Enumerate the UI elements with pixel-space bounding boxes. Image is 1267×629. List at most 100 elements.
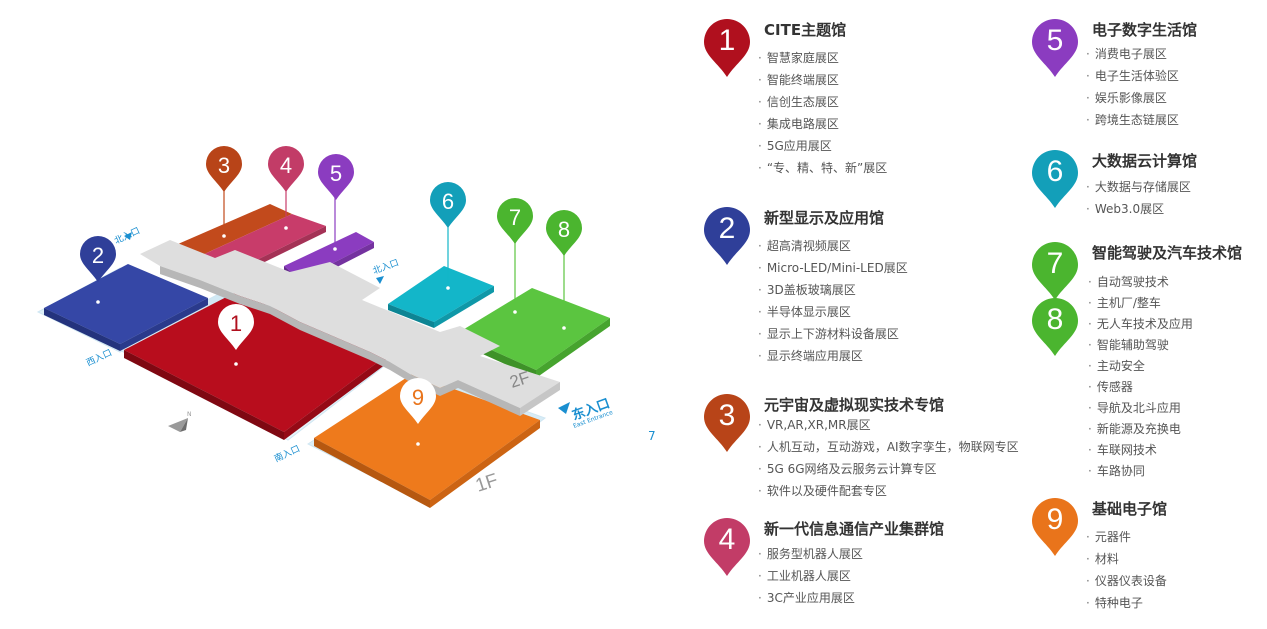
map-pin-6[interactable]: 6: [430, 182, 466, 228]
zone-item: 消费电子展区: [1086, 43, 1179, 65]
map-pin-label: 2: [92, 243, 104, 268]
map-pin-3[interactable]: 3: [206, 146, 242, 192]
map-pin-1[interactable]: 1: [218, 304, 254, 350]
hall-9-title: 基础电子馆: [1092, 500, 1168, 518]
map-pin-label: 5: [330, 161, 342, 186]
svg-text:北入口: 北入口: [371, 257, 400, 277]
map-pin-2[interactable]: 2: [80, 236, 116, 282]
zone-item: 集成电路展区: [758, 113, 887, 135]
hall-9-pin-icon: 9: [1030, 496, 1080, 558]
zone-item: 车联网技术: [1088, 440, 1193, 461]
hall-1-block: [124, 292, 386, 440]
hall-5-zone-list: 消费电子展区 电子生活体验区 娱乐影像展区 跨境生态链展区: [1086, 43, 1179, 131]
hall-1-pin-icon: 1: [702, 17, 752, 79]
hall-5-pin-icon: 5: [1030, 17, 1080, 79]
map-pin-label: 7: [509, 205, 521, 230]
entrance-south: 南入口: [272, 442, 302, 464]
zone-item: 显示终端应用展区: [758, 345, 908, 367]
hall-3-zone-list: VR,AR,XR,MR展区 人机互动，互动游戏，AI数字孪生，物联网专区 5G …: [758, 414, 1019, 502]
map-pin-label: 9: [412, 385, 424, 410]
map-pin-9[interactable]: 9: [400, 378, 436, 424]
hall-2-pin-icon: 2: [702, 205, 752, 267]
zone-item: 人机互动，互动游戏，AI数字孪生，物联网专区: [758, 436, 1019, 458]
zone-item: 大数据与存储展区: [1086, 176, 1191, 198]
svg-text:西入口: 西入口: [85, 347, 114, 368]
zone-item: 软件以及硬件配套专区: [758, 480, 1019, 502]
zone-item: 自动驾驶技术: [1088, 272, 1193, 293]
zone-item: 智慧家庭展区: [758, 47, 887, 69]
hall-5-title: 电子数字生活馆: [1092, 21, 1198, 39]
zone-item: 元器件: [1086, 526, 1167, 548]
hall-6-block: [388, 266, 494, 328]
hall-6-title: 大数据云计算馆: [1092, 152, 1198, 170]
hall-6-zone-list: 大数据与存储展区 Web3.0展区: [1086, 176, 1191, 220]
hall-4-pin-icon: 4: [702, 516, 752, 578]
zone-item: 导航及北斗应用: [1088, 398, 1193, 419]
hall-8-pin-icon: 8: [1030, 296, 1080, 358]
zone-item: 3D盖板玻璃展区: [758, 279, 908, 301]
zone-item: 特种电子: [1086, 592, 1167, 614]
zone-item: Web3.0展区: [1086, 198, 1191, 220]
zone-item: 新能源及充换电: [1088, 419, 1193, 440]
zone-item: 材料: [1086, 548, 1167, 570]
zone-item: 显示上下游材料设备展区: [758, 323, 908, 345]
map-pin-label: 8: [558, 217, 570, 242]
map-pin-4[interactable]: 4: [268, 146, 304, 192]
map-pin-label: 1: [230, 311, 242, 336]
floor-label-1f: 1F: [473, 470, 501, 497]
compass-icon: N: [168, 411, 192, 432]
map-pin-5[interactable]: 5: [318, 154, 354, 200]
zone-item: 智能终端展区: [758, 69, 887, 91]
zone-item: 信创生态展区: [758, 91, 887, 113]
zone-item: 智能辅助驾驶: [1088, 335, 1193, 356]
hall-7-pin-icon: 7: [1030, 240, 1080, 302]
zone-item: 主机厂/整车: [1088, 293, 1193, 314]
map-pin-8[interactable]: 8: [546, 210, 582, 256]
zone-item: 半导体显示展区: [758, 301, 908, 323]
entrance-inner-north: 北入口: [371, 257, 400, 284]
hall-1-title: CITE主题馆: [764, 21, 847, 39]
zone-item: “专、精、特、新”展区: [758, 157, 887, 179]
entrance-west: 西入口: [85, 347, 114, 368]
hall-2-zone-list: 超高清视频展区 Micro-LED/Mini-LED展区 3D盖板玻璃展区 半导…: [758, 235, 908, 367]
entrance-east: 东入口 East Entrance 7: [558, 395, 656, 443]
map-pin-label: 4: [280, 153, 292, 178]
zone-item: Micro-LED/Mini-LED展区: [758, 257, 908, 279]
zone-item: 跨境生态链展区: [1086, 109, 1179, 131]
hall-9-zone-list: 元器件 材料 仪器仪表设备 特种电子: [1086, 526, 1167, 614]
hall-3-pin-icon: 3: [702, 392, 752, 454]
hall-3-title: 元宇宙及虚拟现实技术专馆: [764, 396, 945, 414]
zone-item: 工业机器人展区: [758, 565, 863, 587]
svg-text:N: N: [187, 411, 192, 418]
zone-item: 娱乐影像展区: [1086, 87, 1179, 109]
zone-item: 5G 6G网络及云服务云计算专区: [758, 458, 1019, 480]
map-pin-label: 6: [442, 189, 454, 214]
zone-item: 服务型机器人展区: [758, 543, 863, 565]
zone-item: 超高清视频展区: [758, 235, 908, 257]
exhibition-floor-map: 2 3 4 5 6 7 8 1 9 2F 1F 北入口 西入口: [36, 146, 656, 508]
zone-item: 电子生活体验区: [1086, 65, 1179, 87]
entrance-north: 北入口: [113, 225, 142, 246]
hall-7-zone-list: 自动驾驶技术 主机厂/整车 无人车技术及应用 智能辅助驾驶 主动安全 传感器 导…: [1088, 272, 1193, 482]
hall-4-zone-list: 服务型机器人展区 工业机器人展区 3C产业应用展区: [758, 543, 863, 609]
zone-item: VR,AR,XR,MR展区: [758, 414, 1019, 436]
svg-text:南入口: 南入口: [272, 442, 302, 464]
zone-item: 主动安全: [1088, 356, 1193, 377]
hall-7-title: 智能驾驶及汽车技术馆: [1092, 244, 1243, 262]
hall-2-block: [44, 264, 208, 351]
hall-1-zone-list: 智慧家庭展区 智能终端展区 信创生态展区 集成电路展区 5G应用展区 “专、精、…: [758, 47, 887, 179]
zone-item: 5G应用展区: [758, 135, 887, 157]
zone-item: 无人车技术及应用: [1088, 314, 1193, 335]
map-pin-label: 3: [218, 153, 230, 178]
pin-anchor-dots: [96, 226, 566, 446]
corridor-block: [140, 240, 560, 416]
east-entrance-arrow-icon: [558, 402, 570, 414]
svg-text:7: 7: [648, 429, 656, 443]
hall-6-pin-icon: 6: [1030, 148, 1080, 210]
hall-4-title: 新一代信息通信产业集群馆: [764, 520, 945, 538]
hall-2-title: 新型显示及应用馆: [764, 209, 885, 227]
zone-item: 仪器仪表设备: [1086, 570, 1167, 592]
zone-item: 传感器: [1088, 377, 1193, 398]
zone-item: 车路协同: [1088, 461, 1193, 482]
map-pin-7[interactable]: 7: [497, 198, 533, 244]
